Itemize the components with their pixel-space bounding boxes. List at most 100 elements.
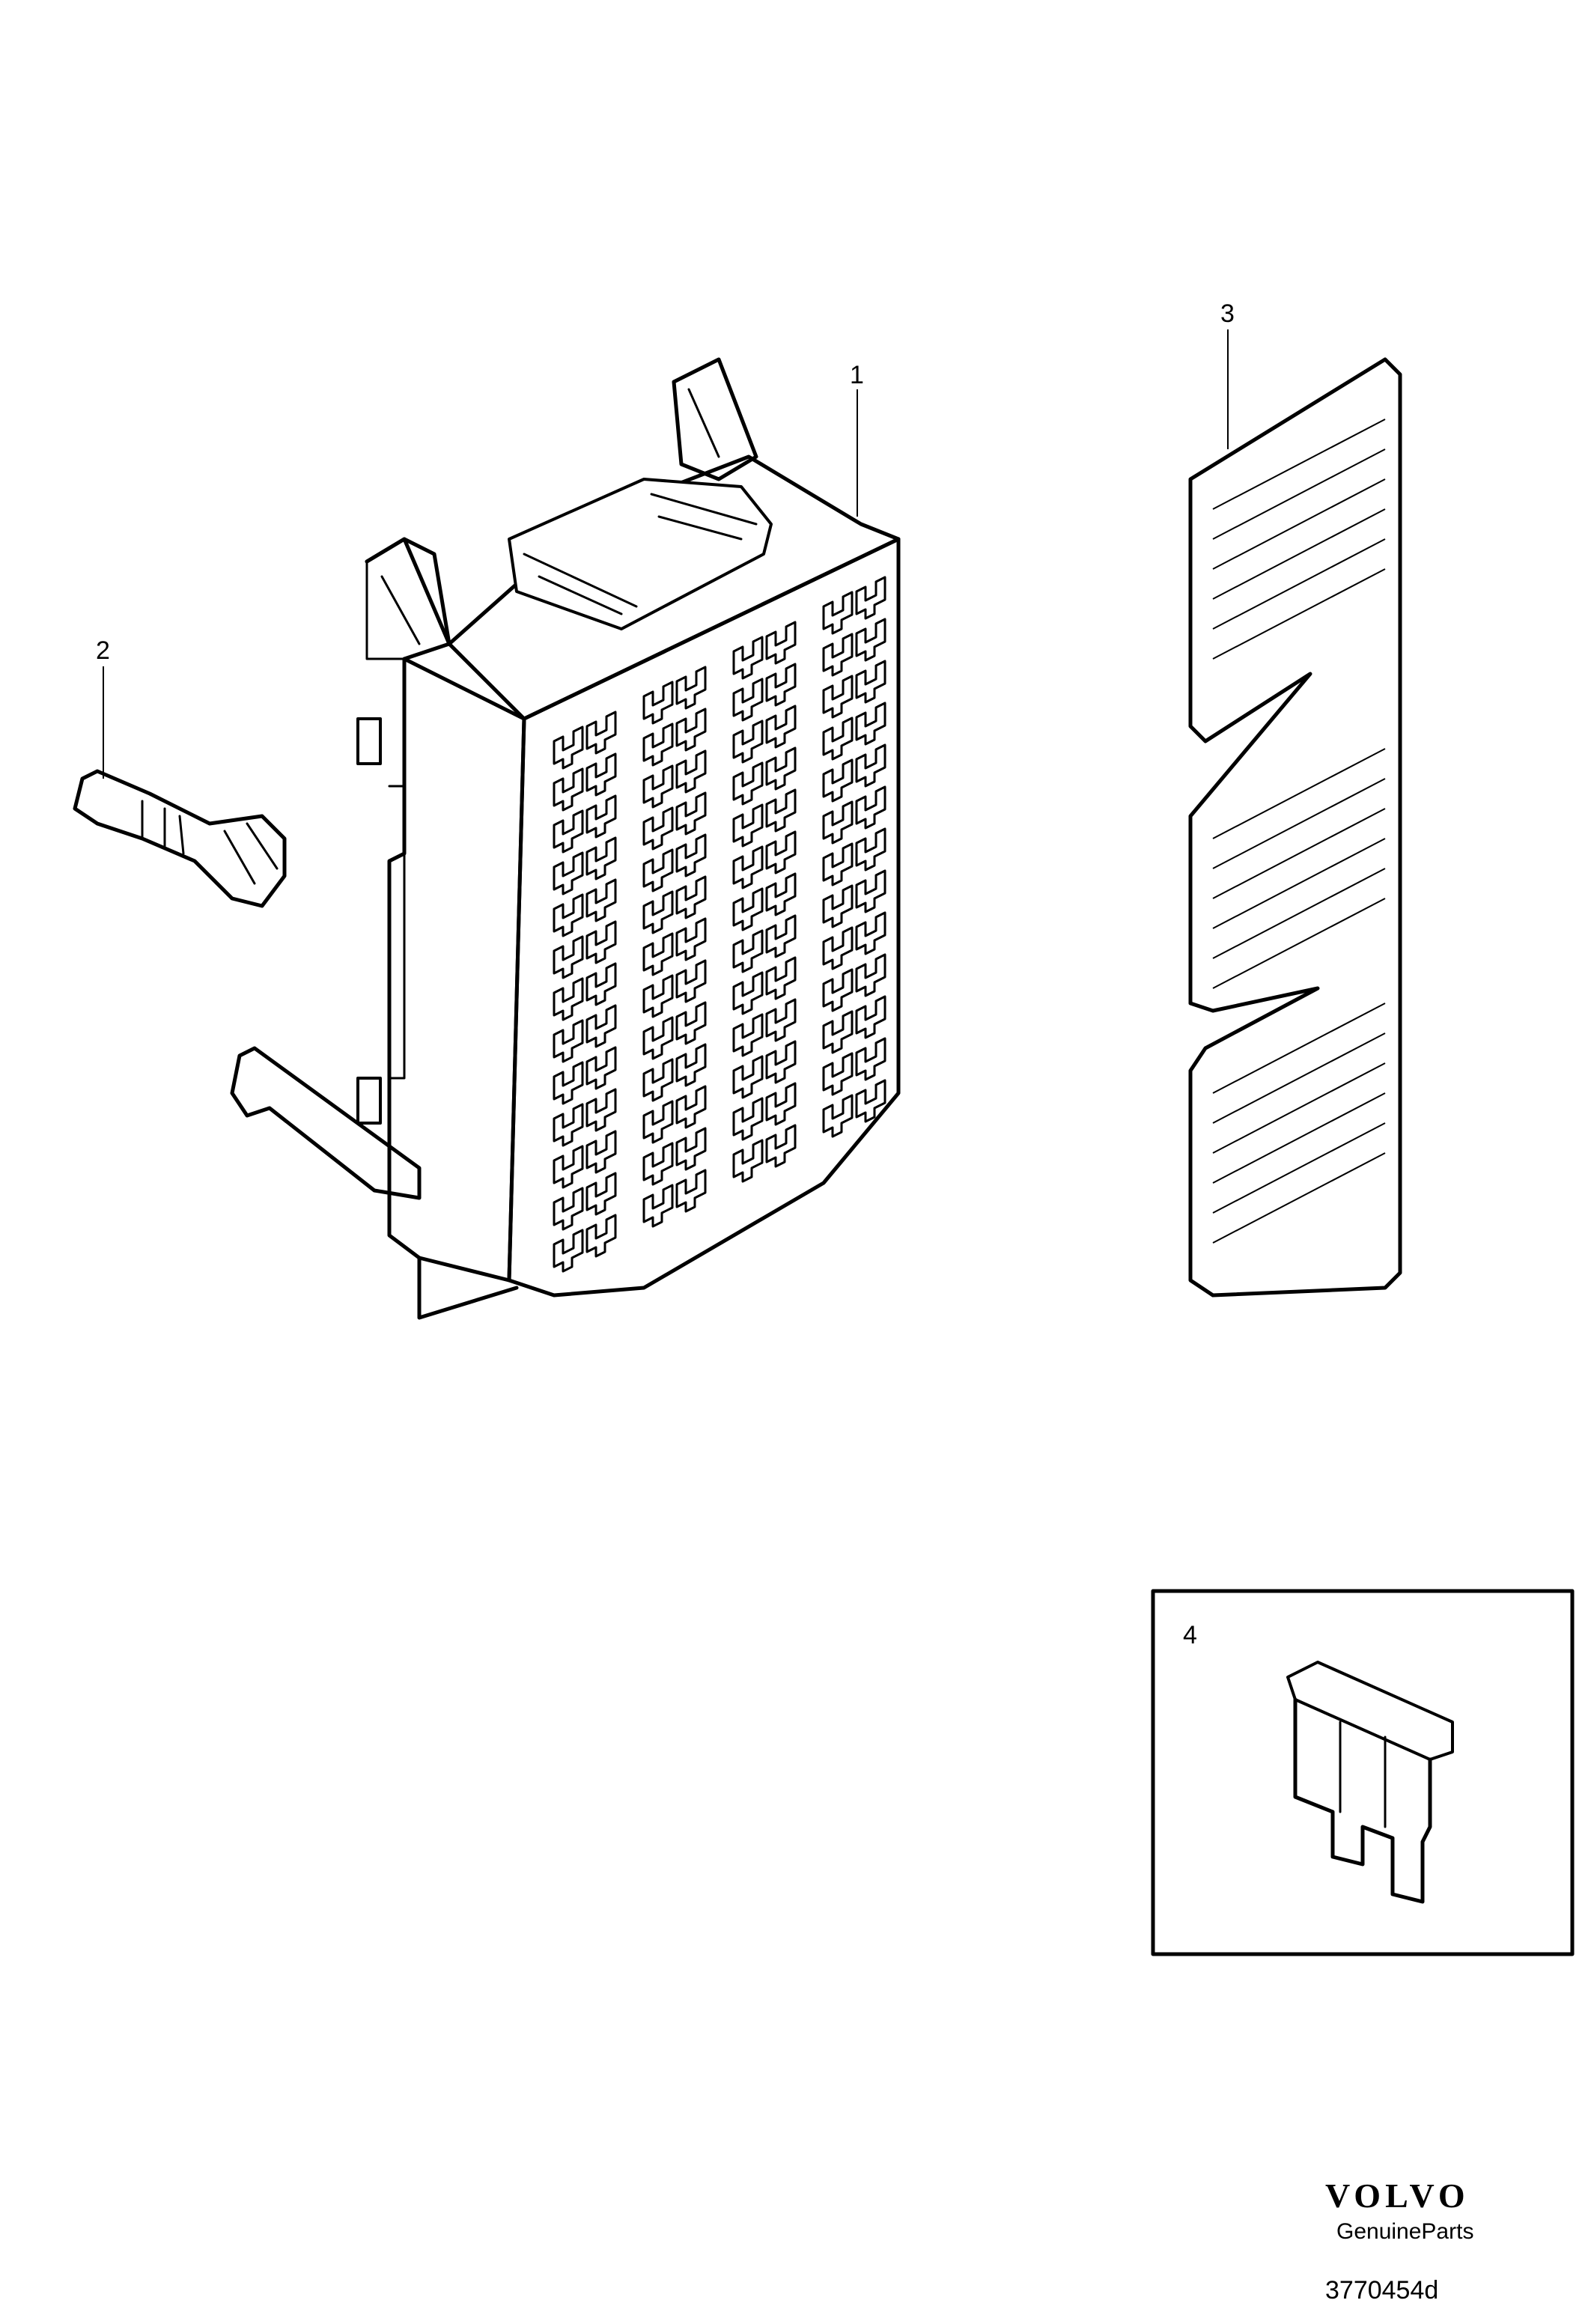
fuse-socket <box>642 1001 707 1060</box>
fuse-socket <box>822 660 886 719</box>
fuse-socket-grid <box>553 576 886 1273</box>
fuse-socket <box>642 791 707 851</box>
fuse-socket <box>553 920 617 979</box>
label-line <box>1212 1122 1386 1214</box>
label-line <box>1212 568 1386 660</box>
fuse-socket <box>732 746 797 806</box>
label-line <box>1212 1092 1386 1184</box>
fuse-socket <box>553 1214 617 1273</box>
fuse-socket <box>822 1037 886 1096</box>
fuse-socket <box>732 998 797 1057</box>
inset-frame <box>1151 1589 1575 1956</box>
fuse-socket <box>822 911 886 970</box>
fuse-socket <box>822 995 886 1054</box>
top-left-tab <box>365 537 451 646</box>
fuse-socket <box>553 794 617 854</box>
fuse-socket <box>642 875 707 934</box>
label-line <box>1212 838 1386 929</box>
fuse-socket <box>732 914 797 973</box>
fuse-socket <box>732 872 797 931</box>
fuse-socket <box>732 1082 797 1141</box>
fuse-socket <box>553 1172 617 1231</box>
diagram-reference: 3770454d <box>1325 2276 1438 2305</box>
label-line <box>1212 1152 1386 1244</box>
fuse-socket <box>553 962 617 1021</box>
fuse-socket <box>553 878 617 937</box>
top-connector <box>508 478 773 630</box>
left-face <box>402 657 526 1283</box>
label-line <box>1212 898 1386 989</box>
fuse-socket <box>642 833 707 892</box>
label-lines <box>1212 419 1386 1244</box>
label-line <box>1212 748 1386 839</box>
blade-fuse <box>1286 1661 1454 1761</box>
fuse-socket <box>732 788 797 848</box>
fuse-socket <box>553 1088 617 1147</box>
fuse-socket <box>732 956 797 1015</box>
fuse-socket <box>642 1127 707 1186</box>
label-line <box>1212 478 1386 570</box>
label-line <box>1212 778 1386 869</box>
fuse-socket <box>553 752 617 812</box>
fuse-socket <box>553 1004 617 1063</box>
fuse-socket <box>822 743 886 803</box>
fuse-socket <box>732 621 797 680</box>
label-sheet <box>1188 357 1402 1298</box>
fuse-socket <box>553 1046 617 1105</box>
fuse-socket <box>732 1040 797 1099</box>
label-line <box>1212 538 1386 630</box>
fuse-socket <box>822 576 886 635</box>
label-line <box>1212 1032 1386 1124</box>
fuse-socket <box>822 785 886 845</box>
fuse-socket <box>822 1079 886 1138</box>
side-clip-upper <box>356 717 382 765</box>
top-right-tab <box>672 357 758 481</box>
label-line <box>1212 868 1386 959</box>
fuse-socket <box>822 827 886 886</box>
fuse-socket <box>732 830 797 889</box>
terminal-pin <box>73 769 287 908</box>
bottom-hook <box>230 1046 422 1200</box>
side-clip-lower <box>356 1077 382 1125</box>
callout-2: 2 <box>96 636 110 779</box>
fuse-socket <box>553 1130 617 1189</box>
fuse-socket <box>732 663 797 722</box>
label-line <box>1212 419 1386 510</box>
svg-text:3: 3 <box>1220 299 1235 328</box>
fuse-socket <box>553 711 617 770</box>
fuse-socket <box>642 1169 707 1228</box>
volvo-logo: VOLVO <box>1325 2177 1470 2215</box>
terminal-pin-part[interactable] <box>73 769 287 908</box>
fuse-box-part[interactable] <box>230 357 901 1320</box>
fuse-socket <box>822 618 886 677</box>
svg-text:4: 4 <box>1183 1621 1197 1649</box>
fuse-socket <box>732 1124 797 1183</box>
left-bracket <box>365 537 519 1320</box>
label-line <box>1212 1062 1386 1154</box>
fuse-socket <box>732 705 797 764</box>
label-line <box>1212 808 1386 899</box>
fuse-socket <box>642 749 707 809</box>
label-sheet-part[interactable] <box>1188 357 1402 1298</box>
front-face <box>507 537 901 1298</box>
fuse-socket <box>822 953 886 1012</box>
blade-fuse-inset[interactable] <box>1151 1589 1575 1956</box>
callout-1: 1 <box>850 361 864 517</box>
fuse-socket <box>642 708 707 767</box>
svg-text:1: 1 <box>850 361 864 389</box>
svg-text:2: 2 <box>96 636 110 665</box>
fuse-socket <box>822 702 886 761</box>
label-line <box>1212 448 1386 540</box>
fuse-socket <box>642 1043 707 1102</box>
callout-4: 4 <box>1183 1621 1197 1649</box>
fuse-socket <box>822 869 886 928</box>
label-line <box>1212 1003 1386 1094</box>
genuine-parts-tagline: GenuineParts <box>1336 2219 1473 2244</box>
fuse-socket <box>642 917 707 976</box>
fuse-socket <box>642 1085 707 1144</box>
callout-3: 3 <box>1220 299 1235 449</box>
fuse-socket <box>553 836 617 895</box>
fuse-socket <box>642 959 707 1018</box>
fuse-socket <box>642 666 707 725</box>
